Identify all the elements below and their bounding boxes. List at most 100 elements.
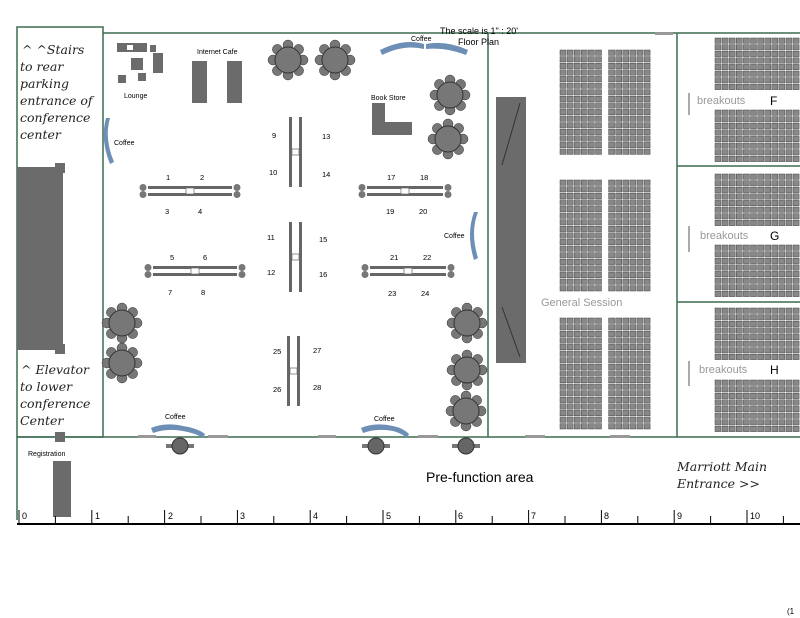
table-top [367, 437, 385, 455]
seat [643, 403, 651, 410]
seat [778, 406, 786, 413]
seat [629, 416, 637, 423]
seat [595, 109, 602, 116]
seat [595, 69, 602, 76]
seat [764, 425, 771, 432]
seat [792, 251, 800, 258]
seat [736, 340, 743, 347]
seat [643, 410, 651, 417]
seat [559, 324, 567, 331]
seat [721, 109, 729, 116]
chair [238, 271, 246, 278]
seat [771, 419, 779, 426]
seat [743, 284, 750, 291]
seat [622, 337, 630, 344]
seat [636, 199, 644, 206]
seat [559, 363, 567, 370]
seat [629, 219, 637, 226]
seat [573, 337, 581, 344]
seat [615, 330, 622, 337]
seat [629, 122, 637, 129]
seat [728, 77, 736, 84]
seat [559, 245, 567, 252]
seat [588, 324, 595, 331]
breakout-room-g: breakouts G [688, 226, 779, 252]
ruler-label: 8 [604, 511, 609, 521]
seat [588, 265, 595, 272]
seat [588, 258, 595, 265]
seat [636, 410, 644, 417]
seat [728, 290, 736, 297]
seat [743, 290, 750, 297]
seat [714, 206, 722, 213]
seat [559, 265, 567, 272]
seat [581, 416, 588, 423]
seat [792, 149, 800, 156]
seat [615, 396, 622, 403]
seat [743, 83, 750, 90]
table-number: 13 [322, 132, 330, 141]
coffee-stations [103, 42, 478, 438]
seat [573, 89, 581, 96]
table-gap [403, 267, 413, 275]
seat [566, 272, 574, 279]
seat [728, 419, 736, 426]
seat [636, 272, 644, 279]
seat [792, 206, 800, 213]
ruler-labels: 0 1 2 3 4 5 6 7 8 9 10 [22, 511, 760, 521]
seat [595, 49, 602, 56]
seat [778, 353, 786, 360]
seat [785, 284, 793, 291]
seat [721, 353, 729, 360]
seat [764, 186, 771, 193]
seat [588, 199, 595, 206]
seat [559, 122, 567, 129]
seat [792, 77, 800, 84]
table-top [453, 309, 481, 337]
seat [714, 340, 722, 347]
seat [566, 179, 574, 186]
chair [358, 184, 366, 191]
seat [573, 344, 581, 351]
seat [615, 192, 622, 199]
seat [728, 142, 736, 149]
seat [615, 252, 622, 259]
seat [608, 252, 615, 259]
stairs-post [55, 344, 65, 354]
ruler-label: 9 [677, 511, 682, 521]
table-top [367, 186, 443, 189]
stairs-post [55, 163, 65, 173]
seat [566, 206, 574, 213]
seat [728, 264, 736, 271]
seat [736, 284, 743, 291]
seat [785, 193, 793, 200]
seat [595, 192, 602, 199]
seat [714, 284, 722, 291]
seat [785, 200, 793, 207]
label-backdrop [540, 293, 640, 308]
seat [581, 225, 588, 232]
seat [588, 416, 595, 423]
seat [785, 347, 793, 354]
seat [608, 390, 615, 397]
seat [785, 334, 793, 341]
seat [728, 392, 736, 399]
seat [588, 56, 595, 63]
seat [736, 173, 743, 180]
seat [581, 377, 588, 384]
seat [581, 49, 588, 56]
seat [629, 324, 637, 331]
seat [778, 219, 786, 226]
chair [361, 271, 369, 278]
seat [615, 344, 622, 351]
seat [743, 307, 750, 314]
seat [764, 419, 771, 426]
seat [736, 57, 743, 64]
seat [615, 350, 622, 357]
seat [728, 425, 736, 432]
seat [636, 69, 644, 76]
seat [736, 50, 743, 57]
seat [573, 350, 581, 357]
seat [608, 56, 615, 63]
seat [757, 314, 764, 321]
